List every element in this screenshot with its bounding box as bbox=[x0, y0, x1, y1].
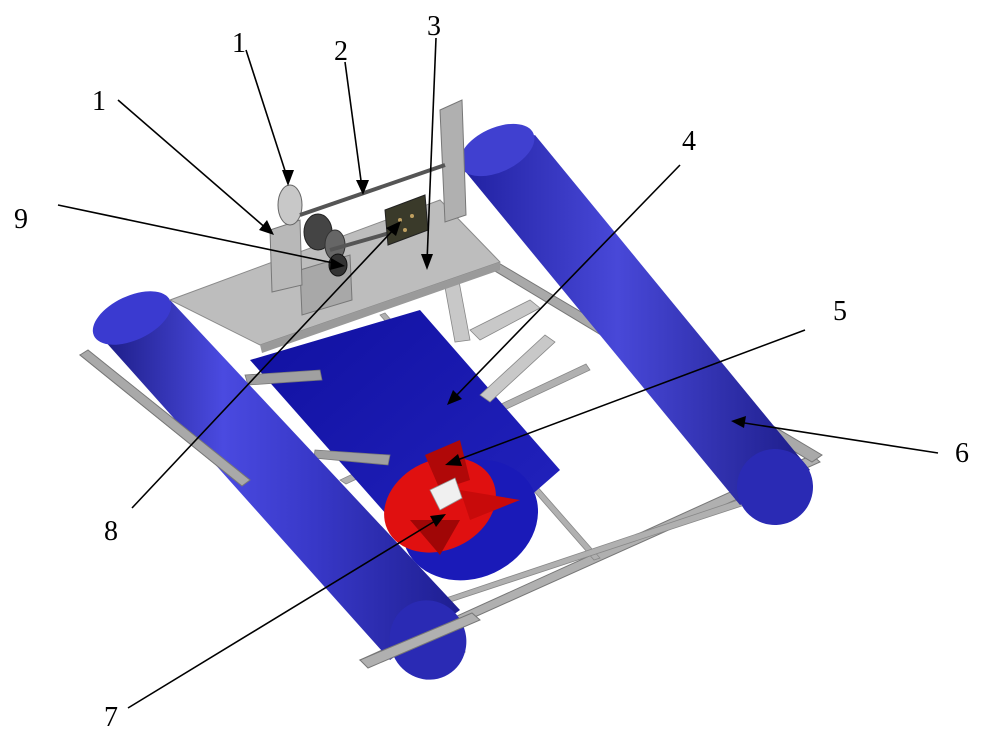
callout-7: 7 bbox=[104, 702, 118, 731]
deck-plate-edge bbox=[260, 262, 500, 353]
float-right-back-end bbox=[459, 123, 535, 177]
arrowhead-1b bbox=[259, 220, 274, 235]
float-left-back-end bbox=[92, 291, 172, 345]
float-right bbox=[459, 123, 813, 525]
arrowhead-3 bbox=[421, 254, 433, 270]
callout-1b: 1 bbox=[92, 86, 106, 117]
gearbox-bolt bbox=[403, 228, 407, 232]
drive-assembly bbox=[269, 163, 446, 316]
arrowhead-8 bbox=[386, 221, 401, 236]
callout-3: 3 bbox=[427, 11, 441, 42]
arrowhead-1a bbox=[282, 170, 294, 186]
callout-labels: 1 1 2 3 4 5 6 7 8 9 bbox=[14, 11, 969, 731]
callout-9: 9 bbox=[14, 204, 28, 235]
paddle-upper bbox=[244, 369, 323, 386]
float-right-body bbox=[460, 135, 810, 505]
leader-1b bbox=[117, 99, 269, 231]
strut-2 bbox=[469, 299, 541, 341]
leader-2 bbox=[344, 61, 363, 189]
leader-3 bbox=[426, 37, 437, 263]
callout-4: 4 bbox=[682, 126, 696, 157]
float-left-body bbox=[95, 300, 460, 660]
gearbox-bolt bbox=[410, 214, 414, 218]
leader-4 bbox=[451, 164, 681, 401]
mast-plate bbox=[439, 99, 467, 223]
pulley-1 bbox=[277, 184, 303, 226]
impeller-hub bbox=[429, 477, 463, 511]
gearbox-bolt bbox=[398, 218, 402, 222]
leader-5 bbox=[451, 329, 806, 463]
arrowhead-6 bbox=[731, 416, 746, 428]
leader-7 bbox=[127, 517, 441, 709]
callout-5: 5 bbox=[833, 296, 847, 327]
callout-8: 8 bbox=[104, 516, 118, 547]
drive-shaft-upper bbox=[299, 163, 446, 217]
leader-9 bbox=[57, 204, 339, 265]
leader-lines bbox=[57, 37, 939, 709]
leader-1a bbox=[245, 49, 289, 181]
leader-6 bbox=[737, 421, 939, 454]
callout-1a: 1 bbox=[232, 28, 246, 59]
callout-2: 2 bbox=[334, 36, 348, 67]
frame-rail-left-over bbox=[79, 349, 251, 487]
callout-6: 6 bbox=[955, 438, 969, 469]
arrowhead-9 bbox=[330, 258, 345, 270]
arrowhead-4 bbox=[447, 390, 462, 405]
leader-8 bbox=[131, 226, 397, 509]
frame-rail-front-over bbox=[359, 612, 481, 669]
arrowhead-2 bbox=[356, 180, 369, 195]
strut-3 bbox=[479, 334, 556, 403]
impeller-blade-2 bbox=[460, 490, 520, 520]
arrowhead-5 bbox=[445, 454, 462, 466]
arrowhead-7 bbox=[430, 514, 446, 527]
float-right-front-end bbox=[737, 449, 813, 525]
